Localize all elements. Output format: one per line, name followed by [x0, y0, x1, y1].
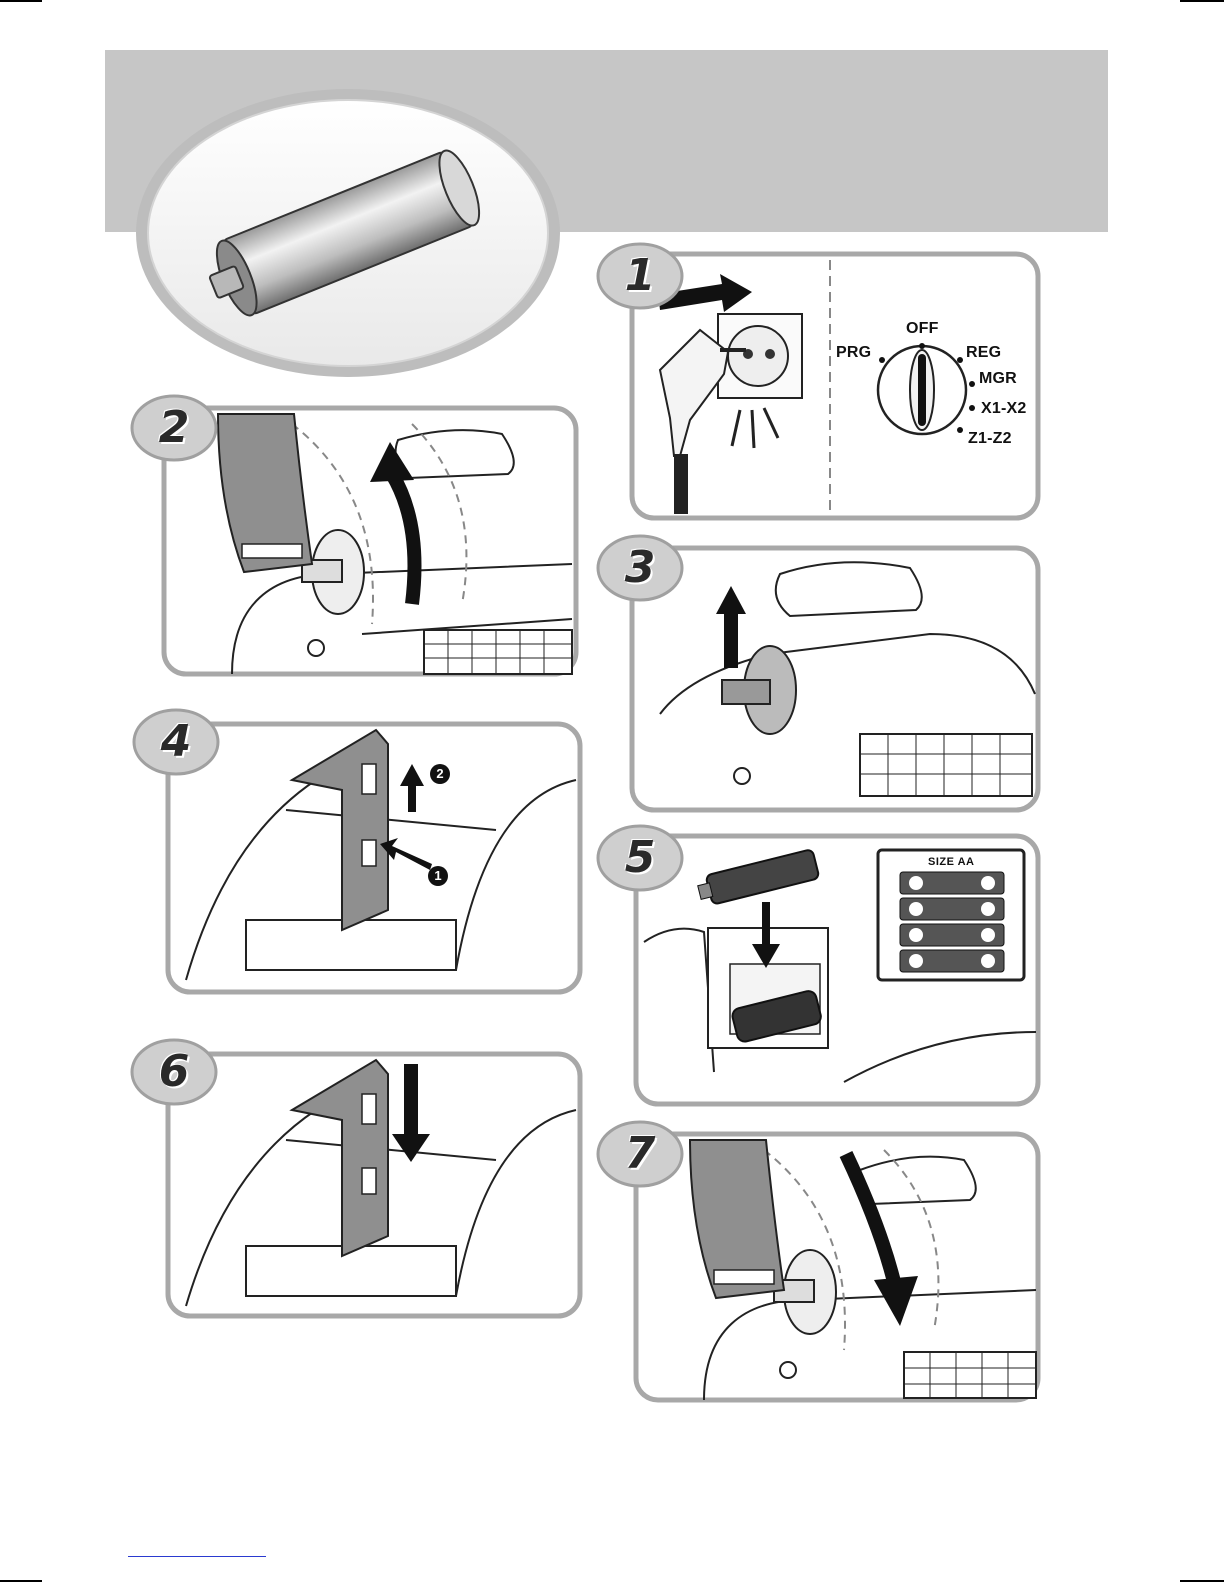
step-number-6: 6: [130, 1036, 218, 1108]
battery-icon: [133, 85, 563, 380]
step-number-5: 5: [596, 822, 684, 894]
crop-mark-top-left: [0, 0, 42, 2]
mode-label-prg: PRG: [836, 344, 871, 362]
step-badge-4: 4: [132, 706, 220, 778]
crop-mark-bottom-right: [1180, 1580, 1224, 1582]
step-5-panel: SIZE AA: [634, 832, 1042, 1108]
step-badge-2: 2: [130, 392, 218, 464]
step-6-panel: [166, 1050, 584, 1320]
step-badge-1: 1: [596, 240, 684, 312]
step-number-2: 2: [130, 392, 218, 464]
mode-label-z1z2: Z1-Z2: [968, 430, 1012, 448]
step-4-mark-1: 1: [428, 866, 448, 886]
step-badge-3: 3: [596, 532, 684, 604]
step-number-1: 1: [596, 240, 684, 312]
step-3-panel: [630, 544, 1042, 814]
step-4-mark-2: 2: [430, 764, 450, 784]
keypad-grid-7: [904, 1352, 1036, 1398]
keypad-grid: [424, 630, 572, 674]
step-badge-7: 7: [596, 1118, 684, 1190]
crop-mark-bottom-left: [0, 1580, 42, 1582]
step-badge-5: 5: [596, 822, 684, 894]
step-1-panel: OFF REG MGR X1-X2 Z1-Z2 PRG: [630, 250, 1042, 522]
mode-label-mgr: MGR: [979, 370, 1017, 388]
step-number-3: 3: [596, 532, 684, 604]
step-number-4: 4: [132, 706, 220, 778]
keypad-grid-3: [860, 734, 1032, 796]
battery-illustration: [133, 85, 563, 380]
step-7-panel: [634, 1130, 1042, 1404]
battery-size-label: SIZE AA: [928, 856, 975, 868]
step-2-panel: [162, 404, 580, 678]
battery-orientation-diagram: [878, 850, 1024, 980]
crop-mark-top-right: [1180, 0, 1224, 2]
mode-label-x1x2: X1-X2: [981, 400, 1026, 418]
mode-label-off: OFF: [906, 320, 939, 338]
footer-link-underline[interactable]: [128, 1556, 266, 1557]
mode-label-reg: REG: [966, 344, 1001, 362]
step-4-panel: 1 2: [166, 720, 584, 996]
step-number-7: 7: [596, 1118, 684, 1190]
wall-socket: [718, 314, 802, 398]
step-badge-6: 6: [130, 1036, 218, 1108]
